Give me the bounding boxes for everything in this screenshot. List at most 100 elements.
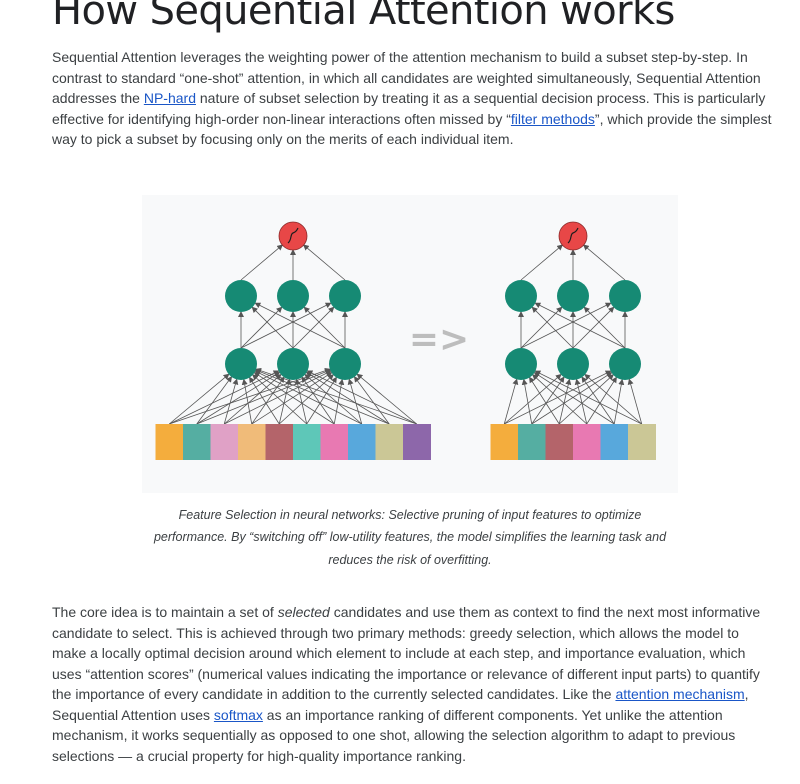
input-feature-cell: [375, 424, 404, 460]
connection-arrow: [533, 372, 615, 425]
input-feature-cell: [573, 424, 601, 460]
attention-mechanism-link[interactable]: attention mechanism: [615, 686, 745, 702]
connection-arrow: [304, 373, 363, 425]
connection-arrow: [302, 244, 346, 281]
network-nodes: [225, 221, 641, 380]
filter-methods-link[interactable]: filter methods: [510, 110, 595, 127]
connection-arrow: [305, 371, 390, 425]
connection-arrow: [240, 306, 283, 349]
connection-arrow: [251, 372, 333, 425]
hidden-node: [225, 280, 257, 312]
connection-arrow: [520, 244, 564, 281]
input-feature-cell: [518, 424, 546, 460]
connection-arrow: [306, 376, 337, 425]
intro-text-2: nature of subset selection by treating i…: [52, 90, 766, 127]
connection-arrow: [572, 306, 615, 349]
connection-arrow: [278, 374, 334, 425]
connection-arrow: [627, 378, 643, 425]
connection-arrow: [303, 306, 346, 349]
connection-arrow: [574, 378, 588, 425]
connection-arrow: [503, 373, 562, 425]
body-text-4: as an importance ranking of different co…: [52, 706, 736, 764]
connection-arrow: [251, 306, 294, 349]
connection-arrow: [249, 376, 280, 425]
body-text-1: The core idea is to maintain a set of: [52, 604, 278, 620]
intro-paragraph: Sequential Attention leverages the weigh…: [52, 47, 772, 150]
connection-arrow: [531, 376, 565, 425]
hidden-node: [609, 280, 641, 312]
connection-arrow: [255, 367, 417, 425]
connection-arrow: [534, 370, 642, 425]
input-feature-cell: [293, 424, 321, 460]
neural-network-diagram: =>: [155, 221, 656, 460]
hidden-node: [505, 348, 537, 380]
intro-text-3: ”, which provide the simplest way to pic…: [52, 110, 772, 148]
connection-arrow: [254, 370, 362, 425]
connection-arrow: [520, 306, 563, 349]
connection-arrow: [582, 244, 626, 281]
connection-arrow: [520, 302, 612, 349]
connection-arrow: [292, 306, 335, 349]
connection-arrow: [253, 372, 335, 425]
selected-emphasis: selected: [277, 604, 330, 620]
connection-arrow: [503, 378, 519, 425]
hidden-node: [609, 348, 641, 380]
connection-arrow: [581, 376, 615, 425]
connection-arrow: [196, 371, 281, 425]
connection-arrow: [529, 376, 560, 425]
body-text-2: candidates and use them as context to fi…: [52, 604, 761, 702]
connection-arrow: [251, 376, 285, 425]
input-feature-cell: [265, 424, 294, 460]
page-title: How Sequential Attention works: [52, 0, 675, 34]
input-feature-cell: [628, 424, 656, 460]
np-hard-link[interactable]: NP-hard: [143, 90, 196, 106]
hidden-node: [329, 280, 361, 312]
connection-arrow: [254, 302, 346, 349]
hidden-node: [557, 348, 589, 380]
connection-arrow: [240, 244, 284, 281]
output-node: [278, 221, 308, 251]
connection-arrow: [252, 374, 308, 425]
connection-arrow: [613, 378, 625, 425]
input-feature-cell: [600, 424, 629, 460]
hidden-node: [329, 348, 361, 380]
input-feature-cell: [348, 424, 376, 460]
connection-arrow: [521, 378, 533, 425]
input-feature-cell: [545, 424, 574, 460]
input-feature-bars: [155, 424, 656, 460]
activation-curve: [287, 227, 299, 244]
connection-arrow: [196, 376, 233, 425]
connection-arrow: [534, 302, 626, 349]
connection-arrow: [558, 378, 572, 425]
connection-arrow: [558, 374, 614, 425]
connection-arrow: [306, 370, 417, 425]
connection-arrow: [531, 372, 613, 425]
figure-caption: Feature Selection in neural networks: Se…: [153, 508, 667, 567]
body-text-3: , Sequential Attention uses: [52, 686, 749, 723]
hidden-node: [505, 280, 537, 312]
connection-arrow: [531, 306, 574, 349]
hidden-node: [557, 280, 589, 312]
connection-arrow: [347, 378, 363, 425]
connection-arrow: [254, 369, 390, 425]
connection-arrow: [586, 376, 617, 425]
input-feature-cell: [155, 424, 184, 460]
body-paragraph: The core idea is to maintain a set of se…: [52, 602, 772, 766]
connection-arrow: [353, 376, 390, 425]
hidden-node: [277, 348, 309, 380]
connection-arrow: [356, 373, 418, 425]
connection-arrow: [532, 374, 588, 425]
input-feature-cell: [403, 424, 431, 460]
input-feature-cell: [183, 424, 211, 460]
output-node: [558, 221, 588, 251]
network-edges: [168, 244, 643, 425]
softmax-link[interactable]: softmax: [213, 706, 263, 723]
input-feature-cell: [490, 424, 519, 460]
input-feature-cell: [210, 424, 239, 460]
connection-arrow: [223, 373, 282, 425]
activation-curve: [567, 227, 579, 244]
feature-selection-figure: =>: [142, 195, 678, 493]
connection-arrow: [584, 373, 643, 425]
input-feature-cell: [320, 424, 349, 460]
connection-arrow: [223, 378, 239, 425]
